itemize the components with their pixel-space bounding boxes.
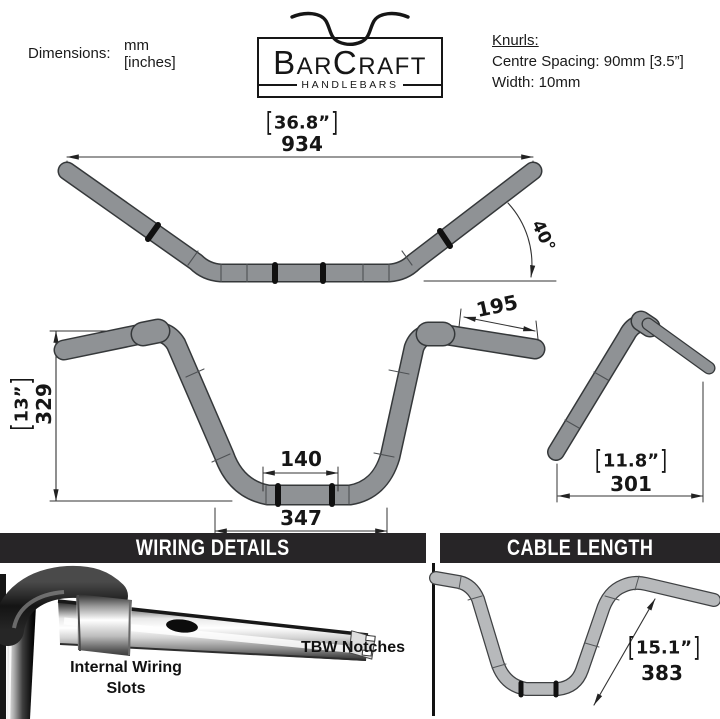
brand-name: BARCRAFT [273, 44, 427, 81]
unit-mm-label: mm [124, 37, 149, 54]
dim-pullback-inches: [11.8”] [594, 445, 668, 477]
knurls-heading: Knurls: [492, 32, 539, 49]
wiring-details-header: WIRING DETAILS [0, 533, 426, 563]
wiring-photo [0, 565, 376, 719]
dim-pullback-mm: 301 [610, 472, 652, 496]
brand-tagline: HANDLEBARS [301, 79, 399, 91]
dimensions-label: Dimensions: [28, 45, 111, 62]
dim-overall-width-mm: 934 [281, 132, 323, 156]
brand-logo: BARCRAFT HANDLEBARS [257, 37, 443, 98]
dim-rise-mm: 329 [32, 383, 56, 425]
brand-tagline-row: HANDLEBARS [259, 79, 442, 91]
cable-length-drawing [429, 571, 720, 706]
dim-cable-length-inches: [15.1”] [627, 632, 701, 664]
dim-overall-width-inches: [36.8”] [265, 107, 339, 139]
knurl-marks-cable-view [518, 680, 559, 698]
tbw-notches [348, 630, 376, 660]
internal-wiring-label-line1: Internal Wiring [70, 659, 182, 676]
knurl-marks-front-view [275, 483, 335, 507]
tbw-notches-label: TBW Notches [301, 639, 405, 656]
internal-wiring-slot [166, 619, 198, 633]
knurl-marks-top-view [145, 222, 453, 284]
unit-inches-label: [inches] [124, 54, 176, 71]
clamp-collar [76, 594, 132, 656]
knurls-centre-spacing: Centre Spacing: 90mm [3.5”] [492, 53, 684, 70]
side-view-drawing [547, 310, 716, 503]
dim-cable-length-mm: 383 [641, 661, 683, 685]
brand-handlebar-icon [290, 11, 410, 46]
internal-wiring-label-line2: Slots [106, 680, 146, 697]
top-view-drawing [57, 154, 557, 284]
dim-base-width-mm: 347 [280, 506, 322, 530]
dim-rise-inches: [13”] [6, 377, 38, 431]
cable-length-header: CABLE LENGTH [440, 533, 720, 563]
front-view-drawing [49, 308, 546, 538]
knurls-width: Width: 10mm [492, 74, 581, 91]
dim-knurl-width-mm: 140 [280, 447, 322, 471]
